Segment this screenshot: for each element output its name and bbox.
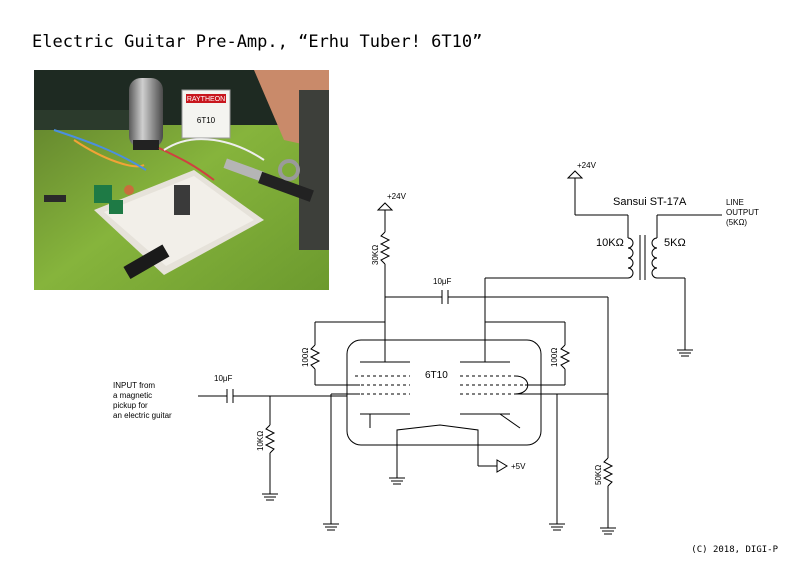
transformer-name: Sansui ST-17A [613,196,687,208]
transformer-secondary: 5KΩ [664,237,686,249]
plate-resistor-label: 30KΩ [371,245,380,265]
line-output-label-2: OUTPUT [726,208,759,217]
heater-label: +5V [511,462,526,471]
tube-box-brand: RAYTHEON [187,96,225,103]
coupling-cap-label: 10μF [433,277,452,286]
tube-label: 6T10 [425,370,448,381]
input-label-4: an electric guitar [113,411,172,420]
breadboard-photo: RAYTHEON 6T10 [34,70,329,290]
input-cap-label: 10μF [214,374,233,383]
grid-resistor-left-label: 100Ω [301,348,310,367]
tube-box: RAYTHEON 6T10 [181,89,231,139]
input-label-3: pickup for [113,401,148,410]
line-output-label-1: LINE [726,198,744,207]
output-resistor-label: 50KΩ [594,465,603,485]
input-label-2: a magnetic [113,391,152,400]
tube-box-model: 6T10 [197,116,216,125]
supply-right-label: +24V [577,161,597,170]
supply-left-label: +24V [387,192,407,201]
input-resistor-label: 10KΩ [256,431,265,451]
grid-resistor-right-label: 100Ω [550,348,559,367]
line-output-label-3: (5KΩ) [726,218,747,227]
input-label-1: INPUT from [113,381,155,390]
copyright: (C) 2018, DIGI-P [691,545,778,555]
page-title: Electric Guitar Pre-Amp., “Erhu Tuber! 6… [32,32,483,52]
transformer-primary: 10KΩ [596,237,624,249]
